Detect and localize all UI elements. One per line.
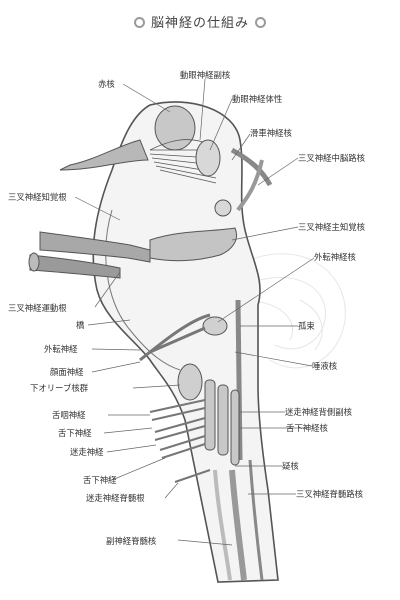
- label-trigeminal-spinal: 三叉神経脊髄路核: [296, 489, 363, 499]
- label-oculomotor-accessory: 動眼神経副核: [180, 70, 231, 80]
- spinal-tracts: [213, 459, 264, 581]
- oculomotor-nucleus-shape: [195, 139, 221, 177]
- label-vagus-dorsal-nucleus: 迷走神経背側副核: [285, 407, 352, 417]
- label-trigeminal-mesencephalic: 三叉神経中脳路核: [298, 153, 365, 163]
- page-title: 脳神経の仕組み: [0, 12, 400, 31]
- trochlear-nucleus-shape: [214, 199, 232, 217]
- solitary-tract-shape: [235, 299, 243, 461]
- label-vagus-spinal-root: 迷走神経脊髄根: [86, 493, 145, 503]
- label-glossopharyngeal: 舌咽神経: [52, 410, 86, 420]
- inferior-olive-shape: [177, 363, 203, 401]
- label-nucleus-ambiguus: 疑核: [282, 461, 299, 471]
- label-red-nucleus: 赤核: [98, 79, 115, 89]
- label-abducens-nucleus: 外転神経核: [314, 252, 356, 262]
- abducens-nerve-shape: [149, 326, 206, 354]
- red-nucleus-shape: [154, 105, 196, 151]
- trochlear-nerve-shape: [230, 147, 273, 187]
- label-facial-nerve: 顔面神経: [50, 367, 84, 377]
- label-hypoglossal-nerve-upper: 舌下神経: [58, 428, 92, 438]
- lower-nuclei-columns: [204, 379, 240, 466]
- oculomotor-nerve-shape: [59, 139, 149, 171]
- label-vagus-nerve: 迷走神経: [70, 447, 104, 457]
- trigeminal-motor-root-shape: [29, 254, 121, 279]
- lower-nerve-rootlets: [149, 399, 211, 483]
- title-text: 脳神経の仕組み: [150, 16, 249, 31]
- label-solitary-tract: 孤束: [298, 321, 315, 331]
- title-right-dot-icon: [255, 17, 266, 28]
- label-trigeminal-motor-root: 三叉神経運動根: [8, 303, 67, 313]
- label-hypoglossal-nerve-lower: 舌下神経: [83, 475, 117, 485]
- label-abducens-nerve: 外転神経: [44, 344, 78, 354]
- brainstem-outline: [92, 101, 279, 583]
- label-oculomotor-somatic: 動眼神経体性: [232, 94, 283, 104]
- trigeminal-mesencephalic-shape: [236, 159, 264, 212]
- label-trigeminal-main-sensory: 三叉神経主知覚核: [298, 222, 365, 232]
- trigeminal-root-end: [28, 252, 40, 272]
- label-salivatory-nucleus: 唾液核: [312, 361, 338, 371]
- label-hypoglossal-nucleus: 舌下神経核: [286, 423, 328, 433]
- trigeminal-sensory-root-shape: [39, 231, 151, 263]
- label-trochlear-nucleus: 滑車神経核: [250, 128, 292, 138]
- leader-lines: [74, 78, 315, 546]
- trigeminal-main-sensory-shape: [149, 227, 237, 262]
- label-accessory-spinal-nucleus: 副神経脊髄核: [106, 536, 157, 546]
- facial-nerve-shape: [139, 313, 211, 362]
- label-trigeminal-sensory-root: 三叉神経知覚根: [8, 192, 67, 202]
- title-left-dot-icon: [133, 17, 145, 28]
- label-inferior-olive: 下オリーブ核群: [30, 383, 89, 393]
- abducens-nucleus-shape: [202, 316, 228, 336]
- label-pons: 橋: [76, 320, 85, 330]
